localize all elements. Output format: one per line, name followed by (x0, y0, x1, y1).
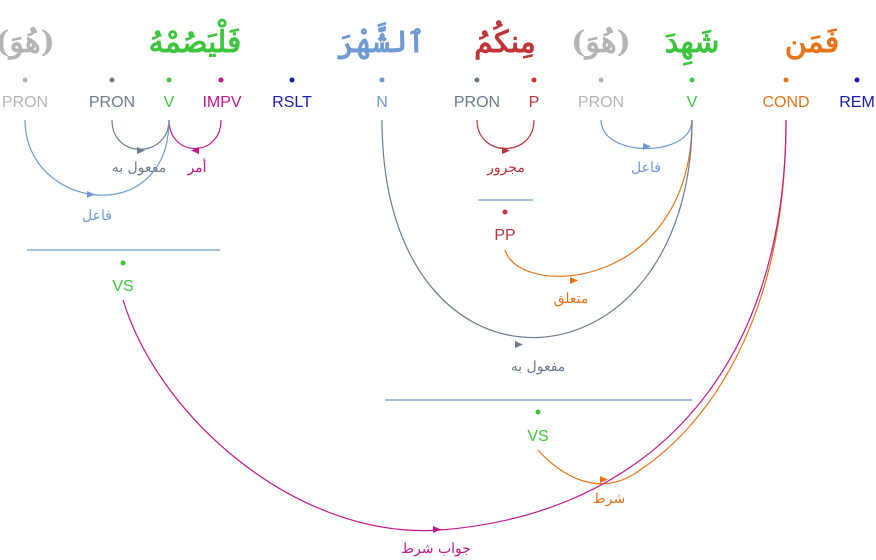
word-faman: فَمَن (785, 25, 840, 60)
node-dot (166, 77, 172, 83)
arc-fail-left (24, 119, 170, 196)
arc-jawab-shart (122, 119, 787, 532)
rel-fail-left: فاعل (82, 208, 112, 224)
phrase-dot-pp (502, 209, 508, 215)
tag-noun: N (376, 94, 388, 111)
arc-fail-right (600, 119, 693, 149)
tag-pron-hidden-right: PRON (578, 94, 624, 111)
word-alshahra: ٱلشَّهْرَ (337, 22, 425, 60)
phrase-pp: PP (494, 227, 515, 244)
arc-mafool-bih-pron (111, 119, 170, 150)
rel-amr: أمر (186, 157, 206, 176)
node-dot (689, 77, 695, 83)
arrowhead (570, 277, 578, 284)
node-dot (218, 77, 224, 83)
node-dot (474, 77, 480, 83)
rel-majrur: مجرور (486, 160, 525, 176)
arc-amr (168, 119, 222, 150)
arc-mutaallaq (504, 119, 693, 277)
tag-pron-min: PRON (454, 94, 500, 111)
tag-verb-left: V (164, 94, 175, 111)
rel-fail-right: فاعل (631, 160, 661, 176)
node-dot (531, 77, 537, 83)
rel-mafool-bih-left: مفعول به (112, 160, 167, 176)
arrowhead (433, 526, 441, 533)
phrase-dot-vs-left (120, 260, 126, 266)
tag-rem: REM (839, 94, 875, 111)
word-shahida: شَهِدَ (665, 25, 720, 66)
arrowhead (643, 143, 651, 150)
word-huwa-hidden-right: (هُوَ) (571, 25, 631, 60)
arrowhead (87, 191, 95, 198)
phrase-vs-right: VS (527, 428, 548, 445)
arc-majrur (476, 119, 535, 150)
node-dot (289, 77, 295, 83)
arrowhead (515, 341, 523, 348)
rel-mutaallaq: متعلق (554, 291, 589, 307)
arrowhead (600, 476, 608, 483)
node-dot (598, 77, 604, 83)
tag-impv: IMPV (202, 94, 241, 111)
tag-cond: COND (762, 94, 809, 111)
rel-mafool-bih-right: مفعول به (511, 359, 566, 375)
word-huwa-hidden-left: (هُوَ) (0, 25, 55, 60)
arc-mafool-bih-noun (381, 119, 693, 339)
rel-shart: شرط (593, 491, 625, 507)
word-minkum: مِنكُمُ (474, 20, 536, 60)
tag-pron-hidden-left: PRON (2, 94, 48, 111)
node-dot (854, 77, 860, 83)
tag-pron-object: PRON (89, 94, 135, 111)
arrowhead (502, 147, 510, 154)
arc-shart (537, 119, 787, 485)
arrowhead (191, 147, 199, 154)
tag-rslt: RSLT (272, 94, 312, 111)
phrase-dot-vs-right (535, 409, 541, 415)
node-dot (22, 77, 28, 83)
node-dot (379, 77, 385, 83)
word-falyasumhu: فَلْيَصُمْهُ (149, 18, 242, 60)
rel-jawab-shart: جواب شرط (401, 541, 471, 557)
phrase-vs-left: VS (112, 278, 133, 295)
arrowhead (137, 147, 145, 154)
node-dot (783, 77, 789, 83)
tag-prep: P (529, 94, 540, 111)
node-dot (109, 77, 115, 83)
tag-verb-right: V (687, 94, 698, 111)
